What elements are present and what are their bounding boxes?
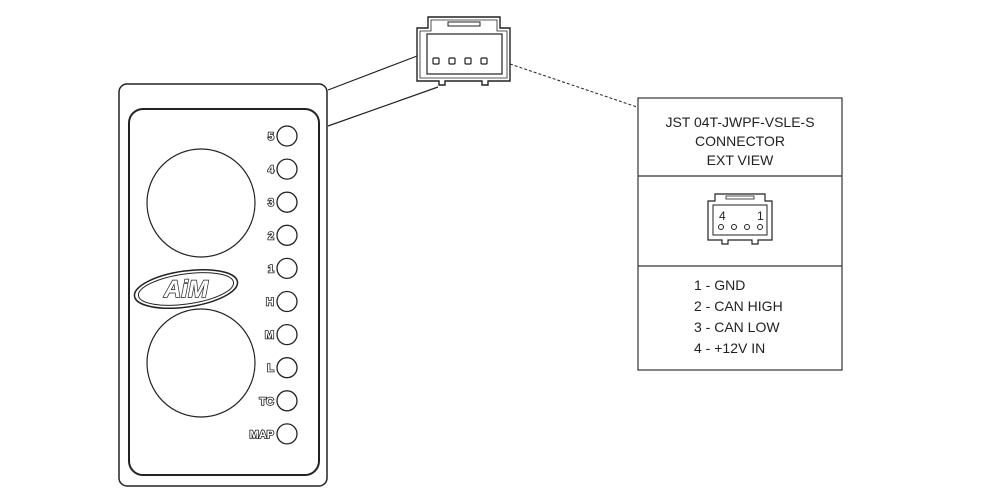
connector-ext-view-icon: 4 1 [707, 193, 773, 245]
led-label: L [267, 363, 274, 375]
led-label: 2 [268, 230, 274, 242]
connector-pin [432, 57, 440, 65]
led-indicator-column: 5 4 3 2 1H M L TC MAP [249, 125, 298, 445]
led-indicator [276, 224, 298, 246]
led-indicator [276, 357, 298, 379]
connector-pin [480, 57, 488, 65]
led-label: 5 [268, 131, 274, 143]
pinout-row: 2 - CAN HIGH [694, 298, 783, 314]
led-indicator [276, 323, 298, 346]
led-indicator [276, 191, 298, 213]
connector-part-number: JST 04T-JWPF-VSLE-S [665, 114, 814, 130]
led-label: MAP [250, 429, 274, 441]
connector-info-table: JST 04T-JWPF-VSLE-S CONNECTOR EXT VIEW 4… [637, 97, 843, 371]
connector-pin [448, 57, 456, 65]
connector-pin [464, 57, 472, 65]
pinout-row: 3 - CAN LOW [694, 319, 780, 335]
led-label: 4 [268, 164, 275, 176]
pinout-row: 1 - GND [694, 277, 745, 293]
led-indicator [276, 257, 298, 280]
lower-gauge-circle [146, 308, 256, 418]
pin-1-label: 1 [757, 209, 764, 223]
led-label: 1 [268, 263, 274, 275]
upper-gauge-circle [146, 148, 256, 258]
led-indicator [276, 390, 298, 412]
connector-title-line: CONNECTOR [695, 133, 785, 149]
led-indicator [276, 290, 298, 313]
leader-line-dashed [509, 63, 641, 109]
pin-4-label: 4 [719, 209, 726, 223]
connector-view-label: EXT VIEW [707, 152, 774, 168]
led-indicator [276, 125, 298, 147]
leader-line-bottom [327, 86, 439, 127]
aim-logo: AiM [133, 269, 239, 309]
pinout-row: 4 - +12V IN [694, 340, 765, 356]
dash-device: AiM 5 4 3 2 1H M L TC MAP [118, 83, 328, 487]
led-label: TC [259, 396, 274, 408]
led-indicator [276, 423, 298, 445]
led-label: 3 [268, 197, 274, 209]
led-label: M [265, 330, 274, 342]
led-indicator [276, 158, 298, 180]
connector-drawing [416, 16, 511, 86]
led-label: H [266, 297, 274, 309]
logo-text: AiM [163, 276, 209, 303]
leader-line-top [327, 55, 418, 91]
